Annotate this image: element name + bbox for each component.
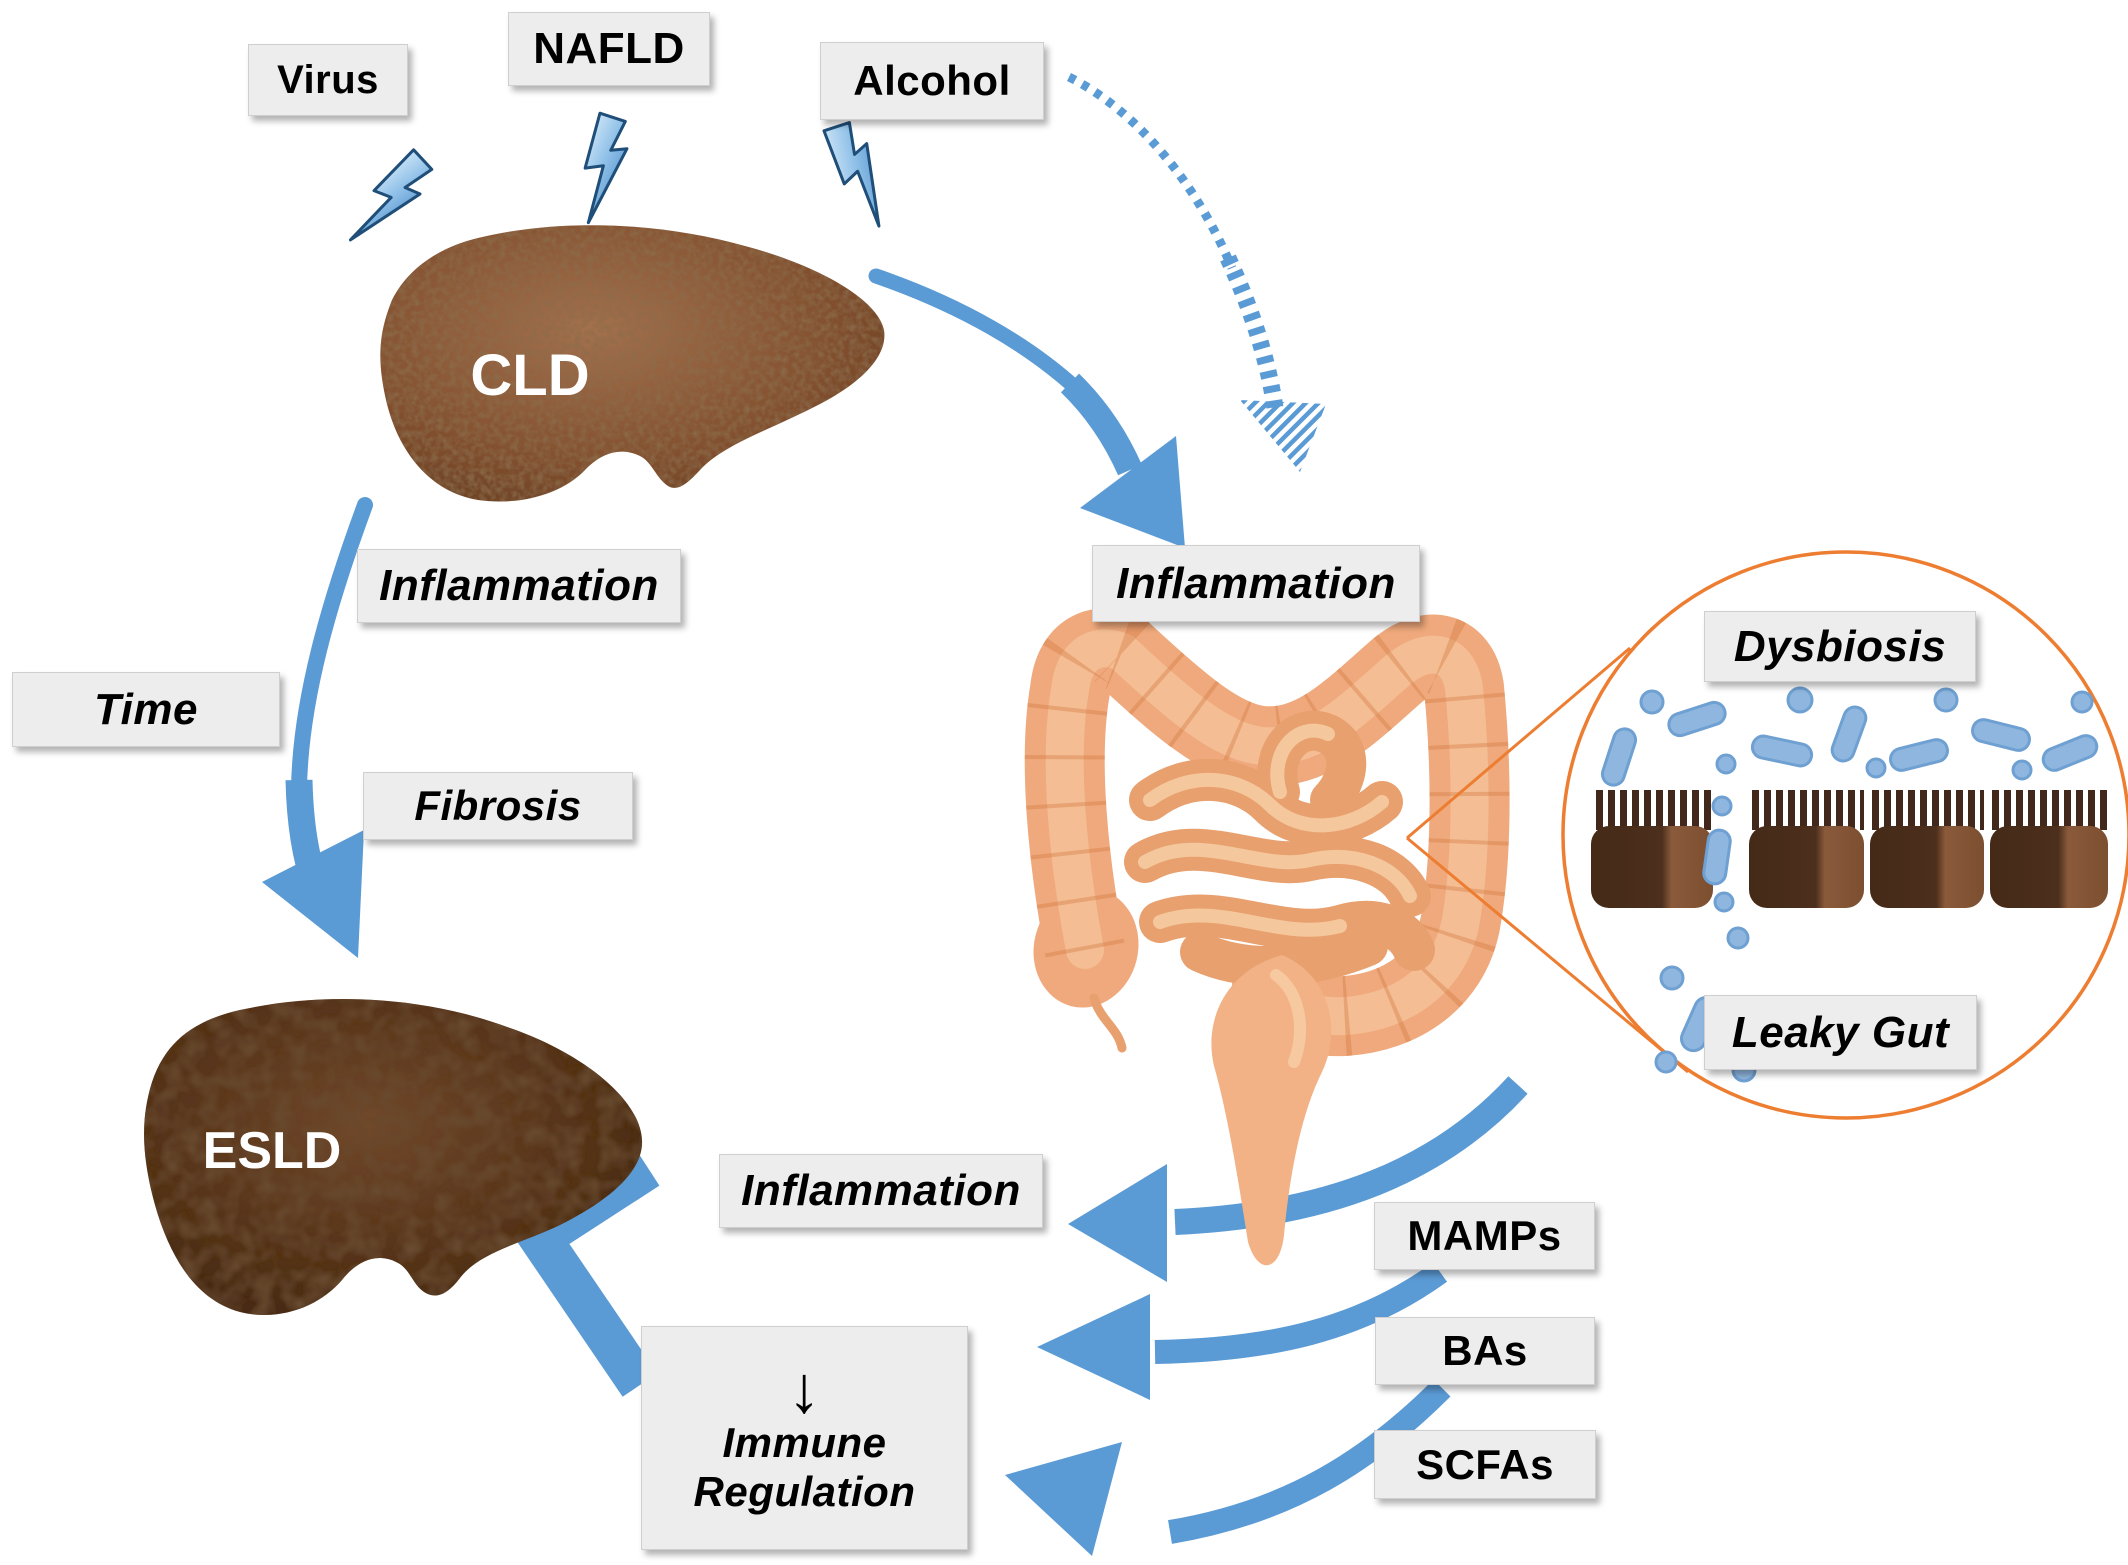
epithelial-cell-icon <box>1591 790 1713 908</box>
virus-lightning-bolt-icon <box>348 148 434 242</box>
cld-liver <box>380 225 885 502</box>
scfas-label: SCFAs <box>1374 1430 1596 1499</box>
inflammation-gut-label: Inflammation <box>1092 545 1420 622</box>
immune-regulation-line1: Immune <box>722 1419 887 1467</box>
cld-liver-label: CLD <box>470 343 589 408</box>
gut-illustration <box>1024 608 1510 1266</box>
esld-liver <box>144 998 643 1316</box>
gut-to-inflammation-arrow-icon <box>1068 1076 1528 1282</box>
virus-label: Virus <box>248 44 408 116</box>
decrease-arrow-icon: ↓ <box>787 1352 822 1426</box>
time-label: Time <box>12 672 280 747</box>
cld-to-gut-solid-arrow-icon <box>868 268 1185 548</box>
fibrosis-label: Fibrosis <box>363 772 633 840</box>
mamps-arrow-icon <box>1037 1262 1448 1400</box>
nafld-lightning-bolt-icon <box>583 111 629 225</box>
dysbiosis-label: Dysbiosis <box>1704 611 1976 682</box>
esld-liver-label: ESLD <box>203 1122 342 1180</box>
immune-regulation-line2: Regulation <box>693 1467 916 1515</box>
bas-label: BAs <box>1375 1317 1595 1385</box>
inflammation-bottom-label: Inflammation <box>719 1154 1043 1228</box>
alcohol-lightning-bolt-icon <box>822 121 881 228</box>
alcohol-label: Alcohol <box>820 42 1044 120</box>
alcohol-dashed-arrow-icon <box>1066 72 1326 472</box>
epithelial-cells <box>1591 790 2108 908</box>
epithelial-cell-icon <box>1870 790 1984 908</box>
epithelial-cell-icon <box>1749 790 1864 908</box>
mamps-label: MAMPs <box>1374 1202 1595 1270</box>
epithelial-cell-icon <box>1990 790 2108 908</box>
inflammation-left-label: Inflammation <box>357 549 681 623</box>
lightning-bolt-icons <box>348 111 881 242</box>
bas-scfas-arrow-icon <box>1005 1379 1451 1556</box>
nafld-label: NAFLD <box>508 12 710 86</box>
cld-to-esld-arrow-icon <box>262 497 373 958</box>
leaky-gut-label: Leaky Gut <box>1704 995 1977 1070</box>
immune-regulation-box: ↓ Immune Regulation <box>641 1326 968 1550</box>
